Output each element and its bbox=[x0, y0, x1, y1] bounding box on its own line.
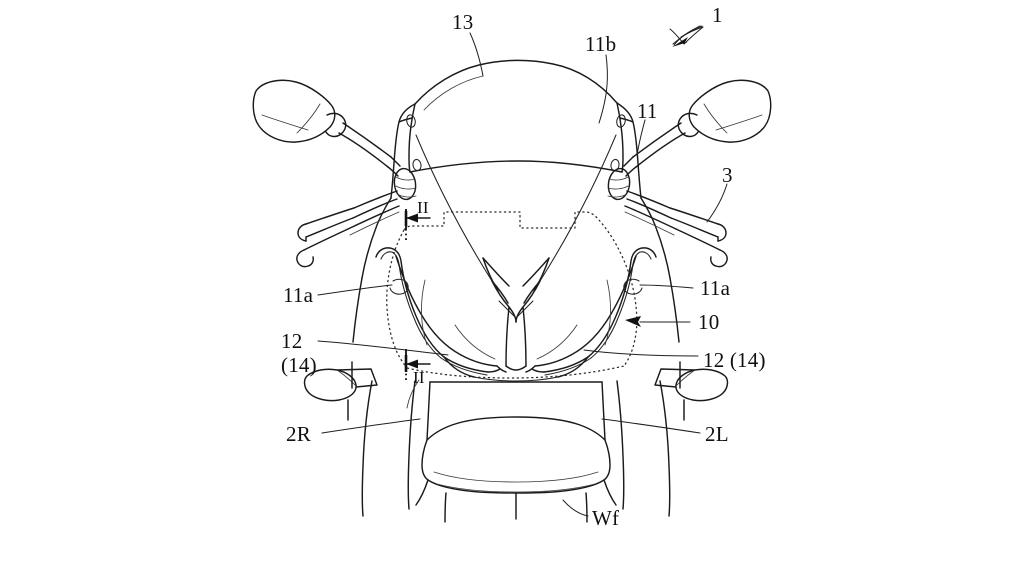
cowl-surface-lines bbox=[389, 278, 643, 360]
part-label-3: 3 bbox=[722, 163, 733, 187]
section-mark-bottom-group bbox=[404, 349, 431, 409]
section-label-bottom: II bbox=[413, 368, 425, 387]
handlebar-pivot-left bbox=[393, 167, 417, 201]
section-mark-top-group bbox=[404, 209, 431, 240]
figure-number-1: 1 bbox=[712, 3, 723, 27]
part-label-12-14-right: 12 (14) bbox=[703, 348, 766, 372]
front-wheel-and-forks bbox=[361, 380, 671, 523]
leader-lines bbox=[317, 32, 728, 517]
turn-signal-right bbox=[654, 361, 729, 421]
turn-signal-left bbox=[303, 361, 378, 421]
part-label-2R: 2R bbox=[286, 422, 311, 446]
mirror-left bbox=[252, 79, 401, 177]
part-label-13: 13 bbox=[452, 10, 474, 34]
part-label-11b: 11b bbox=[585, 32, 617, 56]
part-label-11-right: 11 bbox=[637, 99, 658, 123]
part-label-11a-left: 11a bbox=[283, 283, 314, 307]
part-label-12-14-left: 12 (14) bbox=[281, 329, 317, 377]
part-label-11a-right: 11a bbox=[700, 276, 731, 300]
handlebar-right bbox=[624, 190, 728, 268]
hidden-contour bbox=[386, 211, 638, 379]
handlebar-pivot-right bbox=[607, 167, 631, 201]
windscreen bbox=[408, 59, 624, 173]
figure-reference-arrow bbox=[669, 25, 704, 47]
part-label-2L: 2L bbox=[705, 422, 729, 446]
part-label-10: 10 bbox=[698, 310, 720, 334]
handlebar-left bbox=[296, 190, 400, 268]
front-cowl-outline bbox=[352, 102, 680, 343]
mirror-right bbox=[623, 79, 772, 177]
section-label-top: II bbox=[417, 198, 429, 217]
part-label-Wf: Wf bbox=[592, 506, 620, 530]
